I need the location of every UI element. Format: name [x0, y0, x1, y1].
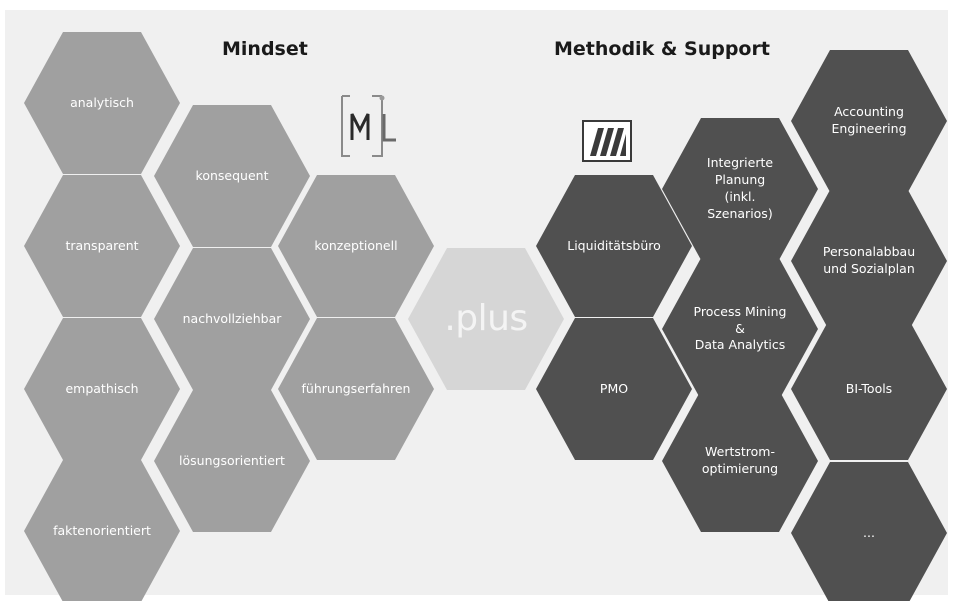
hex-analytisch: analytisch: [24, 32, 180, 174]
plus-logo-text: .plus: [444, 297, 528, 339]
ml-logo-icon: [341, 95, 396, 157]
hex-integrierte-planung: Integrierte Planung (inkl. Szenarios): [662, 118, 818, 260]
striped-square-logo-icon: [582, 120, 632, 162]
hex-konsequent: konsequent: [154, 105, 310, 247]
methodik-support-heading: Methodik & Support: [554, 38, 770, 60]
mindset-heading: Mindset: [222, 38, 308, 60]
